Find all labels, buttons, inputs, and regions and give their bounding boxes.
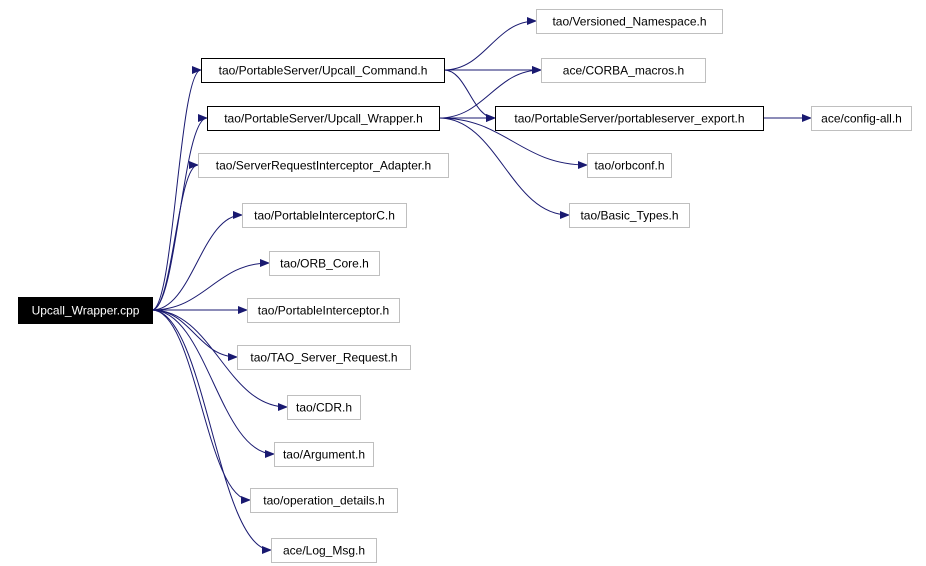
edge-wrap-to-orbc — [438, 117, 588, 169]
node-label: Upcall_Wrapper.cpp — [32, 304, 140, 318]
node-cm: ace/CORBA_macros.h — [541, 58, 706, 83]
node-box — [811, 106, 912, 131]
edge-root-to-tsr — [151, 309, 238, 361]
node-tsr: tao/TAO_Server_Request.h — [237, 345, 411, 370]
node-box — [247, 298, 400, 323]
node-orb: tao/ORB_Core.h — [269, 251, 380, 276]
edge-root-to-pic — [151, 211, 243, 311]
node-pi: tao/PortableInterceptor.h — [247, 298, 400, 323]
nodes-layer: Upcall_Wrapper.cpp tao/PortableServer/Upc… — [18, 9, 912, 563]
node-sria: tao/ServerRequestInterceptor_Adapter.h — [198, 153, 449, 178]
node-box — [495, 106, 764, 131]
node-box — [250, 488, 398, 513]
node-label: tao/ORB_Core.h — [280, 257, 369, 271]
node-opd: tao/operation_details.h — [250, 488, 398, 513]
edge-root-to-orb — [151, 259, 270, 311]
node-label: tao/PortableInterceptor.h — [258, 304, 389, 318]
node-box — [207, 106, 440, 131]
edge-cmd-to-vns — [443, 17, 537, 71]
node-wrap[interactable]: tao/PortableServer/Upcall_Wrapper.h — [207, 106, 440, 131]
node-box — [271, 538, 377, 563]
node-box — [201, 58, 445, 83]
edge-root-to-opd — [151, 309, 251, 504]
node-log: ace/Log_Msg.h — [271, 538, 377, 563]
node-box — [274, 442, 374, 467]
node-label: tao/Versioned_Namespace.h — [552, 15, 706, 29]
node-label: ace/Log_Msg.h — [283, 544, 365, 558]
node-cdr: tao/CDR.h — [287, 395, 361, 420]
edge-root-to-arg — [151, 309, 275, 458]
edge-root-to-log — [151, 309, 272, 554]
node-box — [536, 9, 723, 34]
node-label: tao/Basic_Types.h — [580, 209, 678, 223]
node-bt: tao/Basic_Types.h — [569, 203, 690, 228]
node-box — [569, 203, 690, 228]
node-pic: tao/PortableInterceptorC.h — [242, 203, 407, 228]
node-label: tao/PortableServer/portableserver_export… — [514, 112, 744, 126]
edges-layer — [151, 17, 812, 554]
edge-root-to-sria — [151, 161, 199, 311]
node-arg: tao/Argument.h — [274, 442, 374, 467]
node-label: tao/orbconf.h — [594, 159, 664, 173]
edge-wrap-to-bt — [438, 117, 570, 219]
node-label: tao/Argument.h — [283, 448, 365, 462]
edge-root-to-cmd — [151, 66, 202, 311]
node-cfg: ace/config-all.h — [811, 106, 912, 131]
node-box — [237, 345, 411, 370]
node-root[interactable]: Upcall_Wrapper.cpp — [18, 297, 153, 324]
node-label: tao/TAO_Server_Request.h — [250, 351, 397, 365]
edge-wrap-to-cm — [438, 66, 542, 119]
node-label: tao/operation_details.h — [263, 494, 384, 508]
node-label: tao/PortableServer/Upcall_Wrapper.h — [224, 112, 423, 126]
node-label: tao/PortableInterceptorC.h — [254, 209, 395, 223]
node-box — [18, 297, 153, 324]
node-label: tao/ServerRequestInterceptor_Adapter.h — [216, 159, 431, 173]
node-label: tao/PortableServer/Upcall_Command.h — [219, 64, 428, 78]
node-vns: tao/Versioned_Namespace.h — [536, 9, 723, 34]
node-label: tao/CDR.h — [296, 401, 352, 415]
node-box — [269, 251, 380, 276]
node-orbc: tao/orbconf.h — [587, 153, 672, 178]
node-label: ace/config-all.h — [821, 112, 902, 126]
node-pse[interactable]: tao/PortableServer/portableserver_export… — [495, 106, 764, 131]
node-box — [198, 153, 449, 178]
node-box — [287, 395, 361, 420]
edge-root-to-cdr — [151, 309, 288, 411]
node-label: ace/CORBA_macros.h — [563, 64, 684, 78]
node-box — [587, 153, 672, 178]
node-box — [242, 203, 407, 228]
edge-cmd-to-pse — [443, 69, 496, 122]
node-box — [541, 58, 706, 83]
node-cmd[interactable]: tao/PortableServer/Upcall_Command.h — [201, 58, 445, 83]
